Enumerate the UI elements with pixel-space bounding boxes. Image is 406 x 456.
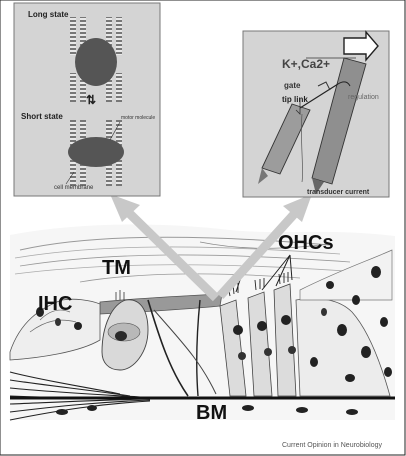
svg-text:⇅: ⇅ bbox=[86, 93, 96, 107]
inner-hair-cell-label: IHC bbox=[38, 294, 72, 314]
motor-molecule-label: motor molecule bbox=[121, 116, 159, 122]
gate-label: gate bbox=[284, 82, 300, 90]
ions-label: K+,Ca2+ bbox=[282, 58, 330, 70]
long-state-label: Long state bbox=[28, 11, 68, 19]
motor-molecule-long bbox=[75, 38, 117, 86]
basilar-membrane-label: BM bbox=[196, 403, 227, 423]
short-state-label: Short state bbox=[21, 113, 63, 121]
motor-molecule-short bbox=[68, 137, 124, 167]
cell-membrane-label: cell membrane bbox=[54, 185, 93, 191]
regulation-label: regulation bbox=[348, 94, 379, 101]
tip-link-label: tip link bbox=[282, 96, 308, 104]
transducer-current-label: transducer current bbox=[307, 189, 369, 196]
outer-hair-cells-label: OHCs bbox=[278, 233, 334, 253]
cochlea-tissue bbox=[10, 225, 395, 420]
motor-state-panel: ⇅ bbox=[14, 3, 160, 196]
tectorial-membrane-label: TM bbox=[102, 258, 131, 278]
source-credit: Current Opinion in Neurobiology bbox=[282, 442, 382, 449]
transducer-panel bbox=[243, 31, 389, 197]
